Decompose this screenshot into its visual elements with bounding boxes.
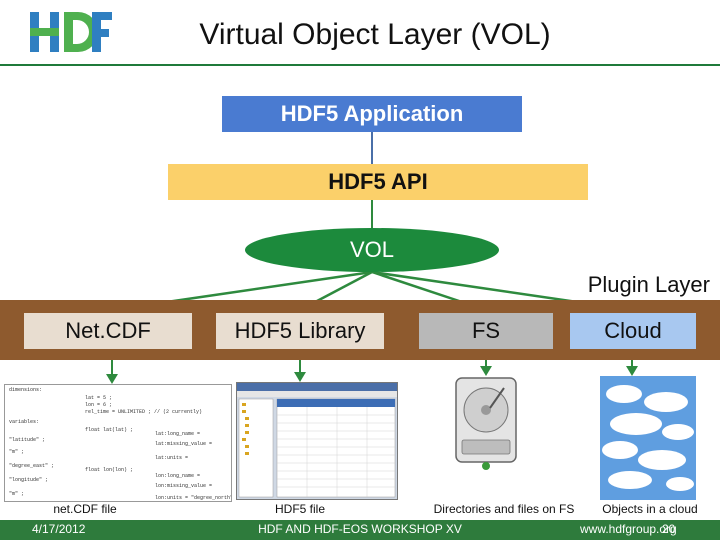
cdl-line: variables: — [9, 419, 40, 425]
cdl-line: lat:long_name = — [155, 431, 201, 437]
footer-url[interactable]: www.hdfgroup.org — [580, 522, 677, 536]
cdl-line: "m" ; — [9, 449, 25, 455]
plugin-netcdf-box: Net.CDF — [24, 313, 192, 349]
header-rule — [0, 64, 720, 66]
cdl-line: float lon(lon) ; — [85, 467, 134, 473]
footer-workshop: HDF AND HDF-EOS WORKSHOP XV — [258, 522, 462, 536]
hard-drive-icon — [455, 377, 517, 470]
cdl-line: lon = 6 ; — [85, 402, 113, 408]
netcdf-cdl-screenshot: dimensions: lat = 5 ;lon = 6 ;rel_time = … — [4, 384, 232, 502]
hdf5-api-box: HDF5 API — [168, 164, 588, 200]
footer-bar — [0, 520, 720, 540]
plugin-layer-label: Plugin Layer — [587, 272, 710, 297]
hdf5-file-caption: HDF5 file — [274, 502, 325, 516]
cdl-line: lon:long_name = — [155, 473, 201, 479]
plugin-cloud-box: Cloud — [570, 313, 696, 349]
cdl-line: lat:units = — [155, 455, 189, 461]
cdl-line: float lat(lat) ; — [85, 427, 134, 433]
cdl-line: lon:missing_value = — [155, 483, 213, 489]
cdl-line: lat = 5 ; — [85, 395, 113, 401]
hdf5-application-box: HDF5 Application — [222, 96, 522, 132]
netcdf-file-caption: net.CDF file — [53, 502, 117, 516]
cdl-line: rel_time = UNLIMITED ; // (2 currently) — [85, 409, 203, 415]
vol-ellipse: VOL — [245, 228, 499, 272]
hdf-logo — [30, 12, 112, 52]
footer-date: 4/17/2012 — [32, 522, 86, 536]
cdl-line: lat:missing_value = — [155, 441, 213, 447]
cdl-line: "longitude" ; — [9, 477, 49, 483]
page-number: 20 — [662, 522, 676, 536]
plugin-hdf5-library-box: HDF5 Library — [216, 313, 384, 349]
plugin-fs-box: FS — [419, 313, 553, 349]
fs-caption: Directories and files on FS — [433, 502, 575, 516]
cdl-line: "latitude" ; — [9, 437, 46, 443]
cdl-line: lon:units = "degree_north"; — [155, 495, 232, 501]
cloud-icon — [600, 376, 696, 500]
hdf5-viewer-screenshot — [236, 382, 398, 500]
cloud-caption: Objects in a cloud — [602, 502, 698, 516]
page-title: Virtual Object Layer (VOL) — [199, 18, 551, 51]
cdl-line: "degree_east" ; — [9, 463, 55, 469]
cdl-line: "m" ; — [9, 491, 25, 497]
cdl-line: dimensions: — [9, 387, 43, 393]
